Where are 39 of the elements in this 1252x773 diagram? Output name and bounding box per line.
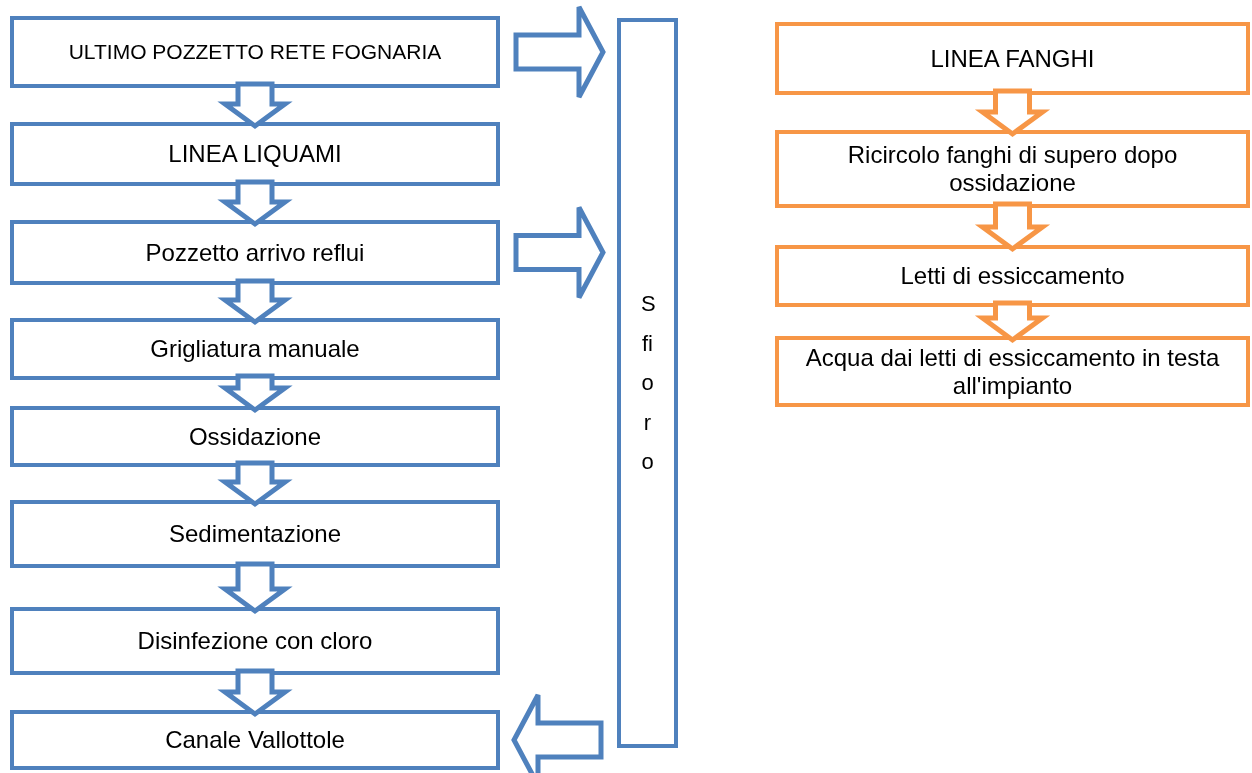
block-arrow bbox=[217, 373, 293, 414]
process-box bbox=[775, 245, 1250, 307]
process-box bbox=[10, 16, 500, 88]
process-box bbox=[10, 607, 500, 675]
process-box bbox=[10, 500, 500, 568]
block-arrow bbox=[513, 4, 606, 100]
process-box bbox=[10, 318, 500, 380]
block-arrow bbox=[974, 201, 1051, 253]
node-label: Pozzetto arrivo reflui bbox=[145, 238, 365, 267]
block-arrow bbox=[974, 88, 1051, 138]
node-label: Disinfezione con cloro bbox=[137, 627, 373, 655]
node-label: Grigliatura manuale bbox=[150, 335, 360, 363]
process-box bbox=[617, 18, 678, 748]
block-arrow bbox=[217, 561, 293, 615]
node-label: Ossidazione bbox=[188, 422, 322, 451]
block-arrow bbox=[217, 668, 293, 718]
block-arrow bbox=[974, 300, 1051, 344]
block-arrow bbox=[217, 81, 293, 130]
node-label: ULTIMO POZZETTO RETE FOGNARIA bbox=[68, 39, 442, 65]
process-box bbox=[775, 22, 1250, 95]
process-box bbox=[775, 130, 1250, 208]
process-box bbox=[10, 220, 500, 285]
node-label: Sfioro bbox=[640, 290, 655, 477]
node-label: Ricircolo fanghi di supero dopo ossidazione bbox=[846, 141, 1179, 197]
node-label: Acqua dai letti di essiccamento in testa all'impianto bbox=[804, 343, 1221, 400]
node-label: LINEA FANGHI bbox=[930, 44, 1095, 73]
node-label: Sedimentazione bbox=[168, 520, 342, 548]
process-box bbox=[775, 336, 1250, 407]
block-arrow bbox=[217, 460, 293, 508]
node-label: Canale Vallottole bbox=[165, 726, 345, 754]
node-label: Letti di essiccamento bbox=[900, 262, 1125, 290]
process-box bbox=[10, 710, 500, 770]
process-box bbox=[10, 406, 500, 467]
block-arrow bbox=[217, 278, 293, 326]
node-label: LINEA LIQUAMI bbox=[168, 140, 342, 168]
block-arrow bbox=[511, 692, 604, 773]
process-box bbox=[10, 122, 500, 186]
block-arrow bbox=[513, 205, 606, 300]
block-arrow bbox=[217, 179, 293, 228]
